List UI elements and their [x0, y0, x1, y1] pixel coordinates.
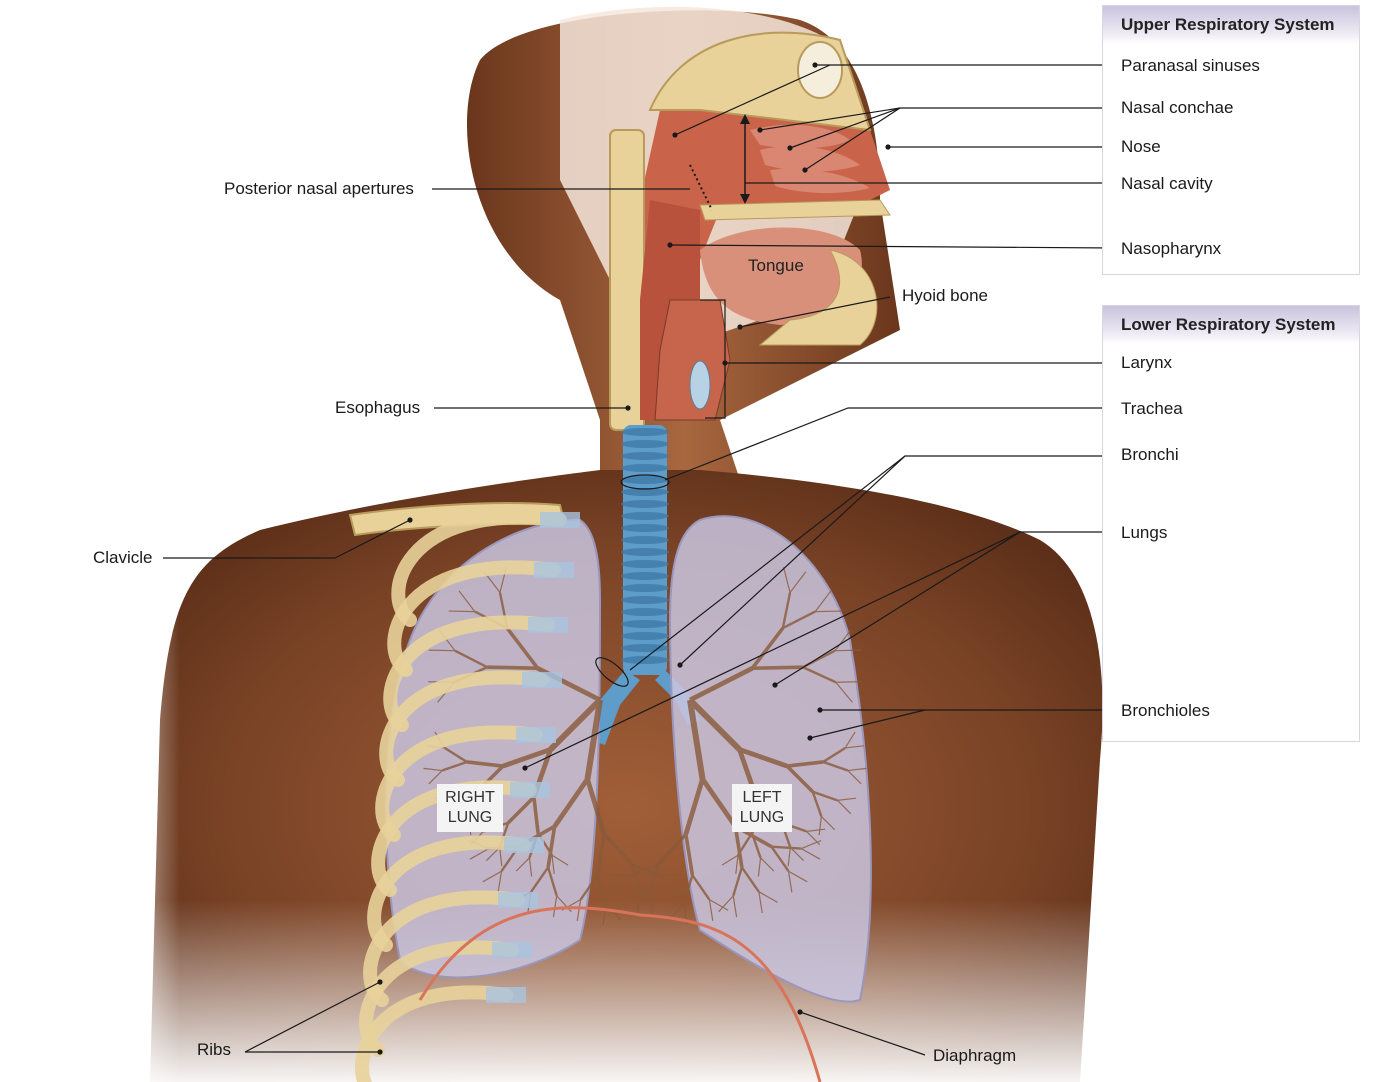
lower-panel-title: Lower Respiratory System — [1103, 306, 1359, 344]
label-bronchi: Bronchi — [1121, 445, 1179, 464]
diaphragm-shape — [418, 906, 822, 1082]
label-paranasal-sinuses: Paranasal sinuses — [1121, 56, 1260, 75]
label-lungs: Lungs — [1121, 523, 1168, 542]
label-esophagus: Esophagus — [335, 398, 421, 417]
label-larynx: Larynx — [1121, 353, 1173, 372]
label-posterior-nasal-apertures: Posterior nasal apertures — [224, 179, 414, 198]
label-tongue: Tongue — [748, 256, 804, 275]
trachea-shape — [621, 425, 669, 675]
tongue-shape — [700, 227, 862, 325]
label-nasal-conchae: Nasal conchae — [1121, 98, 1234, 117]
label-trachea: Trachea — [1121, 399, 1183, 418]
leader-lines — [163, 64, 1116, 1056]
label-diaphragm: Diaphragm — [933, 1046, 1017, 1065]
lower-respiratory-panel: Lower Respiratory System — [1102, 305, 1360, 742]
upper-respiratory-panel: Upper Respiratory System — [1102, 5, 1360, 275]
label-nasopharynx: Nasopharynx — [1121, 239, 1222, 258]
label-hyoid-bone: Hyoid bone — [902, 286, 989, 305]
upper-panel-title: Upper Respiratory System — [1103, 6, 1359, 44]
right-lung-label: RIGHT LUNG — [437, 784, 503, 832]
right-lung-label-line1: RIGHT — [445, 789, 495, 806]
label-clavicle: Clavicle — [93, 548, 153, 567]
label-nasal-cavity: Nasal cavity — [1121, 174, 1213, 193]
label-nose: Nose — [1121, 137, 1161, 156]
label-bronchioles: Bronchioles — [1121, 701, 1210, 720]
right-lung-label-line2: LUNG — [447, 809, 493, 826]
ribs-shape — [355, 510, 580, 1082]
label-ribs: Ribs — [197, 1040, 232, 1059]
left-lung-label-line1: LEFT — [742, 789, 782, 806]
left-lung-label-line2: LUNG — [739, 809, 785, 826]
left-lung-label: LEFT LUNG — [732, 784, 792, 832]
